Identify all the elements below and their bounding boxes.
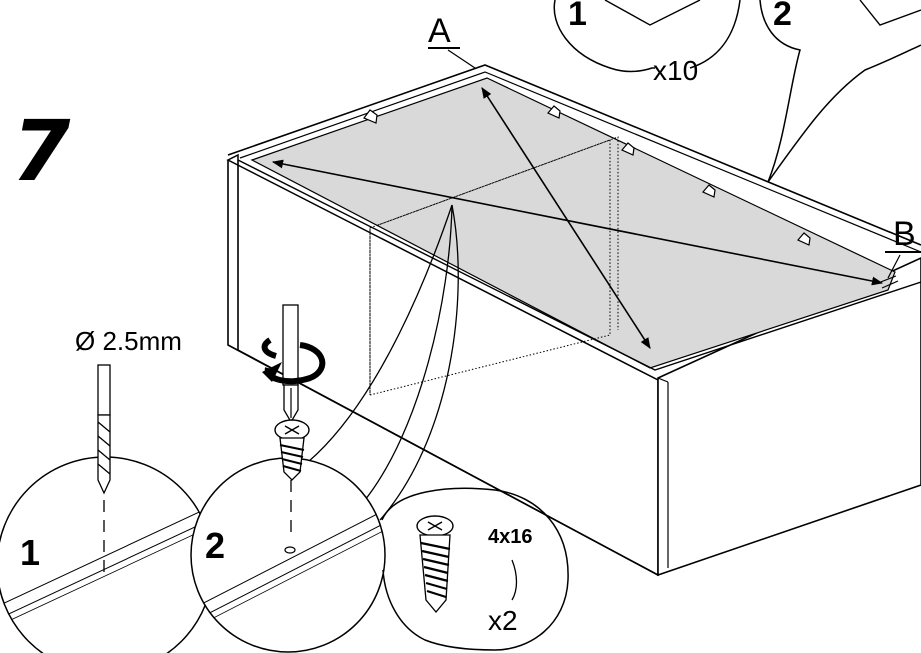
connector-part-icon <box>604 0 701 26</box>
pilot-hole <box>284 546 296 554</box>
magnifier-lines <box>307 204 459 521</box>
callout-1-quantity: x10 <box>653 55 698 86</box>
rotate-arrow-icon <box>261 337 326 385</box>
screw-step-index: 2 <box>205 525 225 566</box>
screw-quantity-label: x2 <box>488 605 518 636</box>
callout-bubble-2: 2 <box>759 0 921 183</box>
drawer-box: A B <box>226 12 921 577</box>
drill-diameter-label: Ø 2.5mm <box>75 326 182 356</box>
callout-1-index: 1 <box>568 0 587 33</box>
label-b: B <box>893 215 916 253</box>
label-a: A <box>428 12 451 50</box>
screw-size-label: 4x16 <box>488 526 533 548</box>
drill-bit-icon <box>97 364 111 495</box>
detail-circle-drill: Ø 2.5mm 1 <box>0 326 214 653</box>
screw-spec-bubble: 4x16 x2 <box>381 487 569 651</box>
screw-icon <box>274 419 310 481</box>
screwdriver-icon <box>282 304 299 424</box>
connector-part-icon <box>859 0 921 26</box>
step-number: 7 <box>12 102 71 200</box>
diagonal-arrow-2 <box>481 87 651 349</box>
detail-circle-screw: 2 <box>190 457 386 653</box>
callout-2-index: 2 <box>773 0 792 33</box>
callout-bubble-1: 1 x10 <box>553 0 741 86</box>
drill-step-index: 1 <box>20 532 40 573</box>
screw-icon <box>416 515 454 614</box>
